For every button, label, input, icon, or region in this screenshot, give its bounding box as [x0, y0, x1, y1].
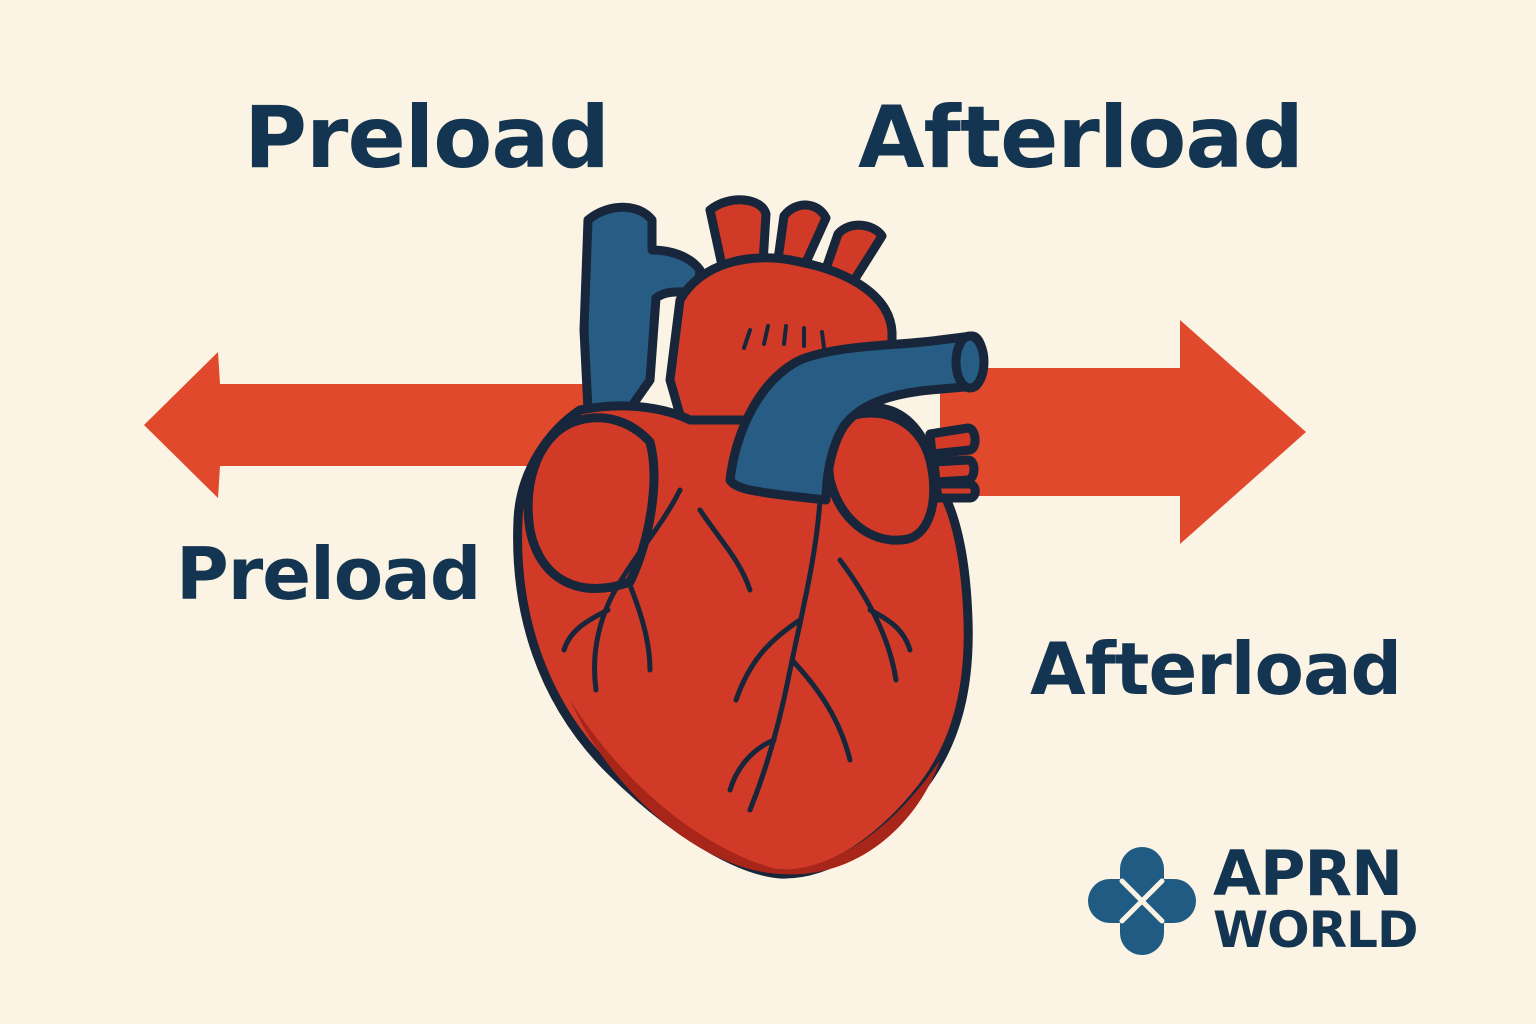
coronary-vessel-top: [697, 507, 753, 593]
arch-ridge-3: [782, 324, 788, 346]
coronary-vessel-center-branch-1: [733, 617, 803, 703]
arrow-right-icon: [940, 320, 1306, 544]
arch-ridge-5: [820, 330, 826, 350]
vena-cava: [579, 202, 705, 425]
preload-label-side: Preload: [176, 532, 481, 616]
coronary-vessel-left-branch-1: [625, 577, 653, 673]
afterload-label-side: Afterload: [1030, 627, 1402, 711]
coronary-vessel-right: [837, 557, 899, 683]
logo-gap-diagonal-2: [1119, 878, 1165, 924]
arrow-left-icon: [144, 352, 600, 498]
arch-ridge-2: [762, 324, 770, 346]
heart-icon: [513, 195, 989, 879]
arrow-right-shape: [940, 320, 1306, 544]
pulmonary-vein-2: [929, 455, 979, 487]
arrow-left-shape: [144, 352, 600, 498]
coronary-vessel-left: [592, 487, 683, 693]
coronary-vessel-center-branch-2: [789, 657, 853, 763]
preload-label-top: Preload: [244, 88, 610, 188]
pulmonary-opening: [951, 331, 989, 393]
pulmonary-vein-3: [931, 479, 980, 503]
afterload-label-top: Afterload: [858, 88, 1304, 188]
logo-text-aprn: APRN: [1213, 837, 1403, 910]
coronary-vessel-center-branch-3: [727, 737, 777, 793]
logo-text-world: WORLD: [1213, 901, 1419, 959]
coronary-vessel-left-branch-2: [561, 607, 611, 653]
medical-cross-icon: [1088, 847, 1196, 955]
aprn-world-logo: APRN WORLD: [1086, 843, 1446, 959]
arch-ridge-1: [742, 328, 752, 350]
right-atrium: [523, 413, 659, 593]
coronary-vessel-right-branch: [867, 607, 913, 653]
pulmonary-vein-1: [925, 423, 980, 459]
coronary-vessel-center: [747, 497, 823, 813]
